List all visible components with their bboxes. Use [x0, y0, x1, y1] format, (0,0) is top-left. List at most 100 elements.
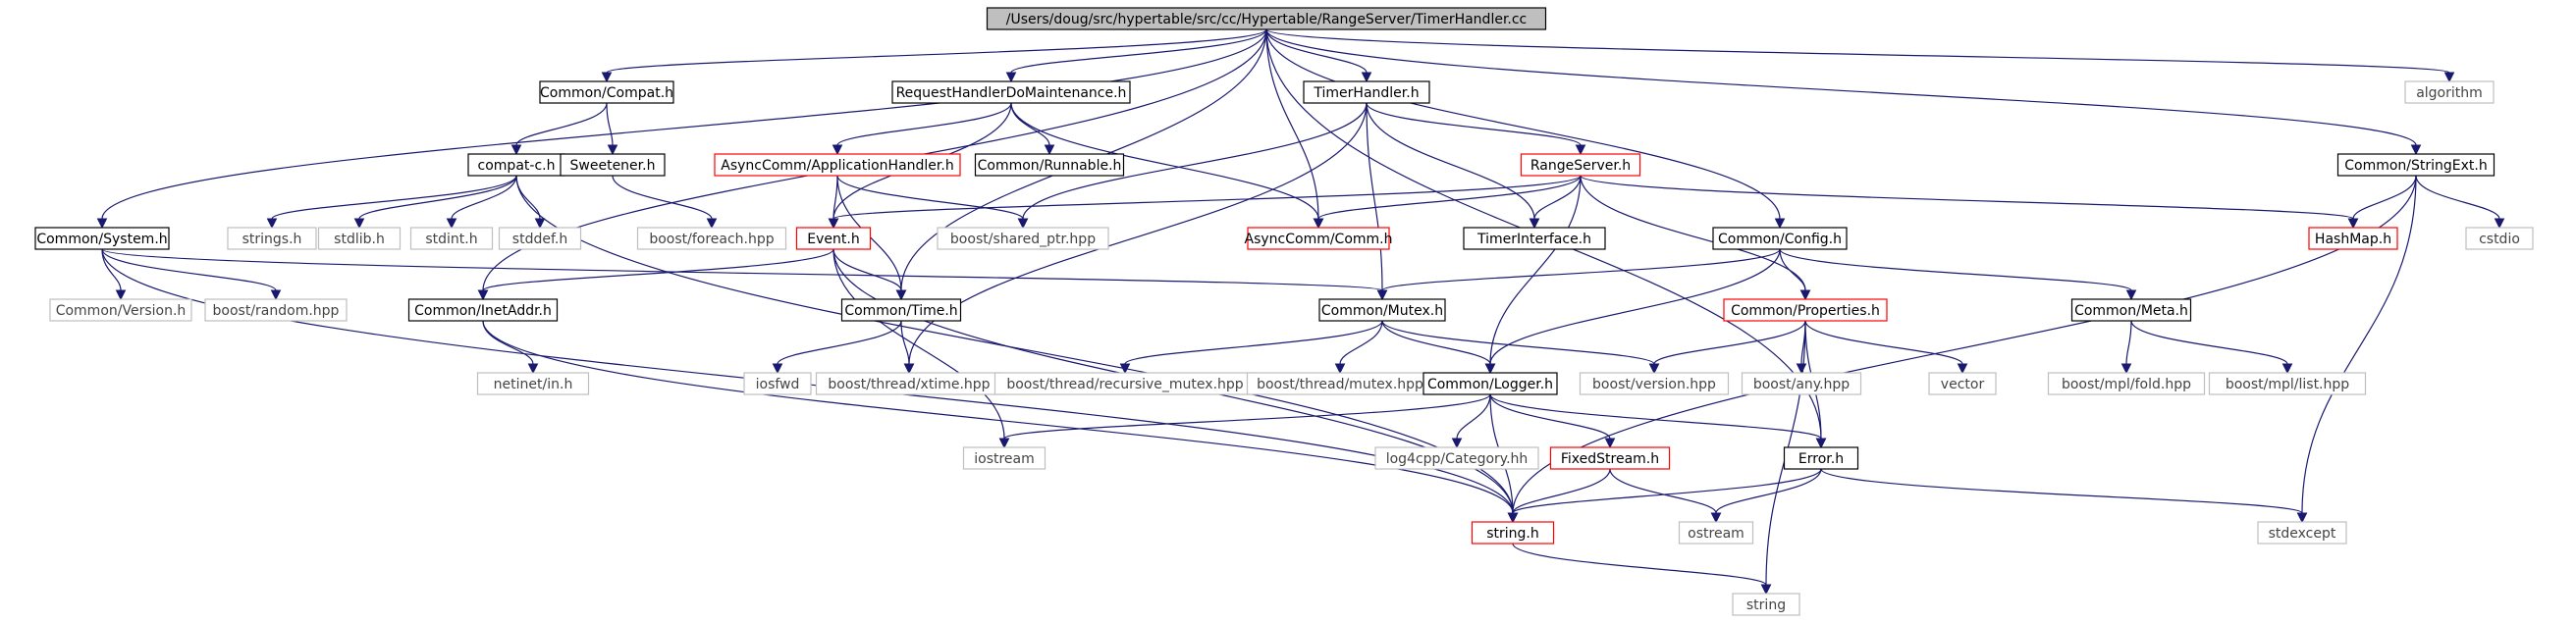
edge-line: [1779, 248, 1806, 291]
edge-line: [101, 28, 1267, 220]
edge-n1-n7: [606, 102, 618, 156]
node-label: Common/Config.h: [1718, 232, 1842, 247]
edge-n6-n13: [353, 175, 517, 230]
edge-n21-n29: [1779, 248, 1811, 301]
node-label: Common/StringExt.h: [2344, 158, 2488, 174]
edge-line: [2352, 175, 2417, 220]
node-box: [2208, 372, 2367, 395]
edge-n7-n16: [612, 175, 718, 230]
node-common-compat-h[interactable]: Common/Compat.h: [539, 80, 674, 104]
node-common-meta-h[interactable]: Common/Meta.h: [2070, 298, 2192, 322]
node-ostream: ostream: [1678, 521, 1754, 545]
edge-line: [606, 28, 1267, 74]
edge-line: [1124, 320, 1383, 365]
node-label: boost/thread/recursive_mutex.hpp: [1006, 377, 1243, 392]
node-label: Sweetener.h: [570, 158, 656, 174]
node-box: [2336, 153, 2496, 177]
edge-arrowhead: [772, 363, 783, 375]
node-box: [227, 227, 317, 250]
node-hashmap-h[interactable]: HashMap.h: [2308, 227, 2398, 250]
edge-arrowhead: [115, 289, 127, 301]
edge-n0-n11: [96, 28, 1267, 230]
node-box: [1318, 298, 1446, 322]
node-box: [1422, 372, 1558, 395]
edge-line: [1010, 102, 1050, 146]
node-label: boost/thread/xtime.hpp: [828, 377, 990, 392]
node-label: iostream: [974, 451, 1035, 467]
node-box: [2404, 80, 2495, 104]
edge-n11-n25: [101, 248, 282, 301]
edge-arrowhead: [1710, 512, 1722, 524]
edge-arrowhead: [1017, 218, 1029, 230]
edge-line: [1489, 393, 1822, 440]
node-box: [974, 153, 1125, 177]
edge-line: [1265, 28, 1781, 220]
node-common-runnable-h[interactable]: Common/Runnable.h: [974, 153, 1125, 177]
node-event-h[interactable]: Event.h: [795, 227, 872, 250]
node-box: [560, 153, 666, 177]
node-label: algorithm: [2416, 85, 2483, 101]
node-common-stringext-h[interactable]: Common/StringExt.h: [2336, 153, 2496, 177]
edge-n11-n28: [101, 248, 1388, 301]
node-label: RequestHandlerDoMaintenance.h: [896, 85, 1127, 101]
edge-line: [900, 320, 910, 365]
node-label: boost/mpl/fold.hpp: [2062, 377, 2191, 392]
node-box: [840, 298, 962, 322]
edge-n27-n33: [900, 320, 915, 375]
node-common-properties-h[interactable]: Common/Properties.h: [1723, 298, 1888, 322]
edge-n28-n37: [1381, 320, 1660, 375]
node-users-doug-src-hypertable-src-cc-hypertable-rangeserver-timerhandler-cc[interactable]: /Users/doug/src/hypertable/src/cc/Hypert…: [986, 7, 1547, 30]
node-fixedstream-h[interactable]: FixedStream.h: [1549, 446, 1671, 470]
node-timerhandler-h[interactable]: TimerHandler.h: [1303, 80, 1430, 104]
edge-n0-n3: [1265, 28, 1372, 83]
node-common-system-h[interactable]: Common/System.h: [34, 227, 170, 250]
node-asynccomm-applicationhandler-h[interactable]: AsyncComm/ApplicationHandler.h: [714, 153, 961, 177]
node-common-mutex-h[interactable]: Common/Mutex.h: [1318, 298, 1446, 322]
edge-line: [1022, 102, 1368, 220]
edge-arrowhead: [895, 289, 907, 301]
node-common-config-h[interactable]: Common/Config.h: [1712, 227, 1848, 250]
node-strings-h: strings.h: [227, 227, 317, 250]
node-boost-thread-xtime-hpp: boost/thread/xtime.hpp: [815, 372, 1003, 395]
edge-n44-n46: [1507, 468, 1611, 524]
node-compat-c-h[interactable]: compat-c.h: [467, 153, 565, 177]
node-box: [2047, 372, 2206, 395]
node-box: [2308, 227, 2398, 250]
node-label: boost/mpl/list.hpp: [2226, 377, 2349, 392]
edge-n29-n39: [1804, 320, 1968, 375]
node-error-h[interactable]: Error.h: [1783, 446, 1859, 470]
node-string-h[interactable]: string.h: [1471, 521, 1555, 545]
node-common-logger-h[interactable]: Common/Logger.h: [1422, 372, 1558, 395]
node-label: RangeServer.h: [1530, 158, 1631, 174]
node-sweetener-h[interactable]: Sweetener.h: [560, 153, 666, 177]
node-label: Error.h: [1798, 451, 1844, 467]
edge-n29-n37: [1648, 320, 1806, 375]
node-requesthandlerdomaintenance-h[interactable]: RequestHandlerDoMaintenance.h: [891, 80, 1131, 104]
node-boost-any-hpp: boost/any.hpp: [1741, 372, 1862, 395]
node-label: Common/Mutex.h: [1321, 303, 1443, 319]
edge-arrowhead: [534, 218, 546, 230]
edge-n36-n42: [998, 393, 1491, 449]
node-box: [891, 80, 1131, 104]
edge-arrowhead: [1604, 438, 1616, 449]
edge-arrowhead: [2410, 144, 2422, 156]
node-box: [49, 298, 192, 322]
edge-line: [612, 175, 713, 220]
edge-line: [515, 102, 608, 146]
node-asynccomm-comm-h[interactable]: AsyncComm/Comm.h: [1245, 227, 1393, 250]
edge-arrowhead: [1648, 363, 1660, 375]
node-rangeserver-h[interactable]: RangeServer.h: [1520, 153, 1641, 177]
edge-arrowhead: [2281, 363, 2293, 375]
node-label: iosfwd: [756, 377, 800, 392]
node-label: compat-c.h: [478, 158, 556, 174]
edge-line: [482, 320, 1514, 514]
node-common-inetaddr-h[interactable]: Common/InetAddr.h: [407, 298, 559, 322]
node-box: [743, 372, 812, 395]
node-timerinterface-h[interactable]: TimerInterface.h: [1463, 227, 1606, 250]
edge-n8-n18: [836, 175, 1029, 230]
edge-line: [1512, 468, 1611, 514]
edge-n0-n21: [1265, 28, 1786, 230]
edge-n0-n1: [601, 28, 1267, 83]
node-common-time-h[interactable]: Common/Time.h: [840, 298, 962, 322]
edge-line: [1010, 102, 1319, 220]
